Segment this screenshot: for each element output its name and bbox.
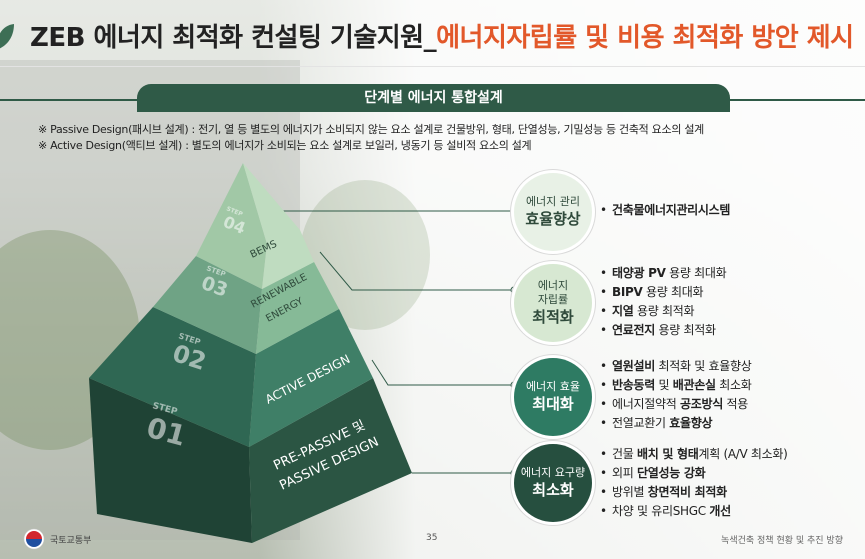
pyramid-level-2-left bbox=[89, 307, 256, 447]
section-banner: 단계별 에너지 통합설계 bbox=[137, 84, 730, 112]
list-item: 지열 용량 최적화 bbox=[598, 302, 726, 321]
goal-bottom-text: 최적화 bbox=[532, 308, 574, 326]
title-main: ZEB 에너지 최적화 컨설팅 기술지원_ bbox=[30, 23, 437, 53]
list-item: 열원설비 최적화 및 효율향상 bbox=[598, 357, 752, 376]
list-item: 전열교환기 효율향상 bbox=[598, 414, 751, 433]
goal-top-text-2: 자립률 bbox=[537, 293, 569, 306]
list-item: 방위별 창면적비 최적화 bbox=[598, 483, 788, 502]
items-list-bems: 건축물에너지관리시스템 bbox=[598, 201, 730, 220]
goal-bottom-text: 최소화 bbox=[532, 481, 574, 499]
pyramid-level-2-front bbox=[249, 309, 373, 447]
goal-top-text: 에너지 bbox=[537, 279, 569, 292]
leaf-icon bbox=[0, 24, 14, 49]
ministry-logo-icon bbox=[23, 528, 45, 550]
title-highlight: 에너지자립률 및 비용 최적화 방안 제시 bbox=[436, 23, 854, 53]
pyramid-level-4-front bbox=[243, 163, 314, 289]
goal-circle-efficiency: 에너지 효율 최대화 bbox=[514, 358, 592, 436]
items-list-active: 열원설비 최적화 및 효율향상 반송동력 및 배관손실 최소화 에너지절약적 공… bbox=[598, 357, 752, 433]
items-list-renewable: 태양광 PV 용량 최대화 BIPV 용량 최대화 지열 용량 최적화 연료전지… bbox=[598, 264, 727, 340]
list-item: 건축물에너지관리시스템 bbox=[598, 201, 730, 220]
list-item: BIPV 용량 최대화 bbox=[598, 283, 726, 302]
pyramid-level-1-front bbox=[249, 378, 412, 543]
pyramid-level-4-left bbox=[196, 163, 267, 289]
connector-lines bbox=[265, 210, 514, 474]
goal-top-text: 에너지 요구량 bbox=[520, 466, 586, 479]
note-passive: ※ Passive Design(패시브 설계) : 전기, 열 등 별도의 에… bbox=[38, 123, 704, 136]
connector-line-3 bbox=[319, 251, 514, 291]
list-item: 연료전지 용량 최적화 bbox=[598, 321, 726, 340]
note-active: ※ Active Design(액티브 설계) : 별도의 에너지가 소비되는 … bbox=[38, 139, 532, 152]
page-title: ZEB 에너지 최적화 컨설팅 기술지원_에너지자립률 및 비용 최적화 방안 … bbox=[30, 20, 854, 56]
page-number: 35 bbox=[426, 533, 438, 543]
pyramid-level-3-front bbox=[256, 262, 339, 354]
goal-bottom-text: 효율향상 bbox=[525, 210, 581, 228]
list-item: 차양 및 유리SHGC 개선 bbox=[598, 502, 788, 521]
goal-bottom-text: 최대화 bbox=[532, 395, 574, 413]
list-item: 건물 배치 및 형태계획 (A/V 최소화) bbox=[598, 445, 788, 464]
items-list-passive: 건물 배치 및 형태계획 (A/V 최소화) 외피 단열성능 강화 방위별 창면… bbox=[598, 445, 788, 521]
title-divider bbox=[0, 66, 865, 67]
pyramid-level-1-left bbox=[89, 378, 252, 543]
goal-top-text: 에너지 효율 bbox=[525, 380, 581, 393]
footer-organization: 국토교통부 bbox=[50, 536, 92, 546]
list-item: 태양광 PV 용량 최대화 bbox=[598, 264, 727, 283]
goal-circle-management: 에너지 관리 효율향상 bbox=[514, 173, 592, 251]
list-item: 외피 단열성능 강화 bbox=[598, 464, 788, 483]
connector-line-2 bbox=[371, 359, 514, 386]
goal-circle-demand: 에너지 요구량 최소화 bbox=[514, 444, 592, 522]
goal-top-text: 에너지 관리 bbox=[525, 195, 581, 208]
goal-circle-self-sufficiency: 에너지 자립률 최적화 bbox=[514, 264, 592, 342]
list-item: 반송동력 및 배관손실 최소화 bbox=[598, 376, 752, 395]
pyramid-level-3-left bbox=[153, 256, 262, 354]
list-item: 에너지절약적 공조방식 적용 bbox=[598, 395, 751, 414]
footer-document-title: 녹색건축 정책 현황 및 추진 방향 bbox=[721, 536, 843, 546]
